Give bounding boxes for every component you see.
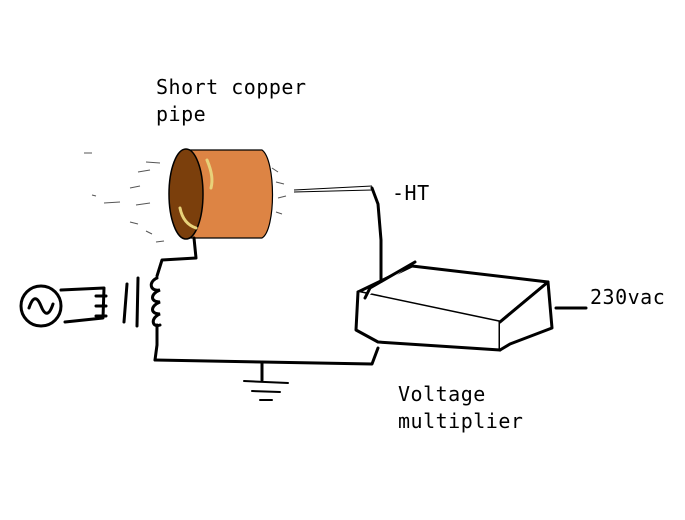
mains-label: 230vac <box>590 285 666 309</box>
copper-pipe <box>168 148 274 240</box>
ac-source-icon <box>19 284 108 328</box>
ht-lead <box>293 185 373 193</box>
pipe-label-line2: pipe <box>156 102 207 126</box>
wiring <box>153 186 588 382</box>
voltage-multiplier-box <box>354 260 554 352</box>
multiplier-label-line1: Voltage <box>398 382 486 406</box>
pipe-label-line1: Short copper <box>156 75 307 99</box>
minus-ht-label: -HT <box>392 181 430 205</box>
transformer-coil-icon <box>122 276 162 328</box>
ground-icon <box>243 380 289 401</box>
multiplier-label-line2: multiplier <box>398 409 524 433</box>
spark-dashes <box>84 152 287 243</box>
